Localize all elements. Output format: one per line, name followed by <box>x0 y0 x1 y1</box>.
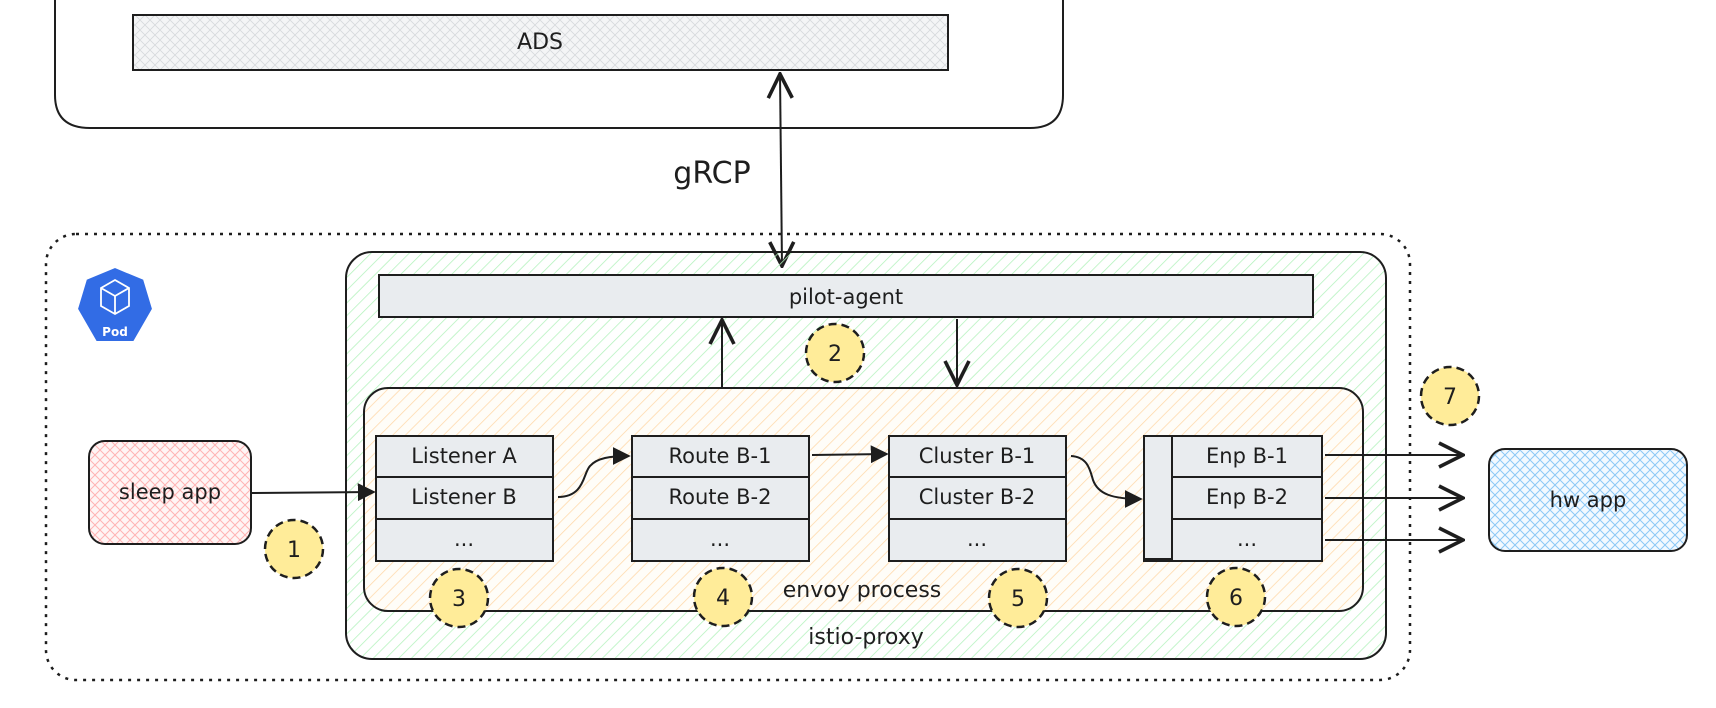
sleep-app-label: sleep app <box>119 480 221 504</box>
step-badge-4: 4 <box>692 566 754 628</box>
step-number: 1 <box>287 538 301 563</box>
table-row: Cluster B-2 <box>919 485 1036 509</box>
table-row: ... <box>454 527 474 551</box>
step-number: 6 <box>1229 586 1243 611</box>
cluster-to-endpoint-arrow <box>1070 455 1143 508</box>
step-number: 5 <box>1011 587 1025 612</box>
table-row: Enp B-2 <box>1206 485 1288 509</box>
table-row: ... <box>967 527 987 551</box>
hw-app-box: hw app <box>1488 448 1688 552</box>
envoy-process-label: envoy process <box>783 578 942 603</box>
pilot-agent-box: pilot-agent <box>378 274 1314 318</box>
table-row: Route B-2 <box>669 485 772 509</box>
table-row: Listener B <box>411 485 517 509</box>
ads-label: ADS <box>517 30 563 55</box>
istio-proxy-label: istio-proxy <box>808 625 923 650</box>
table-row: Cluster B-1 <box>919 444 1036 468</box>
step-badge-2: 2 <box>804 322 866 384</box>
hw-app-label: hw app <box>1550 488 1627 512</box>
ads-box: ADS <box>132 14 949 71</box>
table-row: Route B-1 <box>669 444 772 468</box>
table-row: Enp B-1 <box>1206 444 1288 468</box>
listener-table: Listener A Listener B ... <box>375 435 554 562</box>
step-badge-7: 7 <box>1419 365 1481 427</box>
table-row: Listener A <box>411 444 517 468</box>
route-table: Route B-1 Route B-2 ... <box>631 435 810 562</box>
step-number: 2 <box>828 342 842 367</box>
step-number: 7 <box>1443 385 1457 410</box>
pod-icon-label: Pod <box>102 325 128 339</box>
endpoint-table: Enp B-1 Enp B-2 ... <box>1143 435 1323 562</box>
sleep-app-box: sleep app <box>88 440 252 545</box>
step-badge-1: 1 <box>263 518 325 580</box>
pilot-agent-label: pilot-agent <box>789 285 903 309</box>
sleep-to-listener-arrow <box>251 483 376 502</box>
envoy-process-container: envoy process <box>363 387 1364 612</box>
cluster-table: Cluster B-1 Cluster B-2 ... <box>888 435 1067 562</box>
control-plane-container <box>54 0 1064 129</box>
pod-icon: Pod <box>75 265 155 343</box>
route-to-cluster-arrow <box>811 445 889 464</box>
grpc-label: gRCP <box>673 156 750 191</box>
step-badge-5: 5 <box>987 567 1049 629</box>
step-number: 4 <box>716 586 730 611</box>
listener-to-route-arrow <box>557 447 631 498</box>
table-row: ... <box>1237 527 1257 551</box>
table-row: ... <box>710 527 730 551</box>
step-badge-6: 6 <box>1205 566 1267 628</box>
step-number: 3 <box>452 587 466 612</box>
step-badge-3: 3 <box>428 567 490 629</box>
grpc-arrow <box>780 74 782 266</box>
